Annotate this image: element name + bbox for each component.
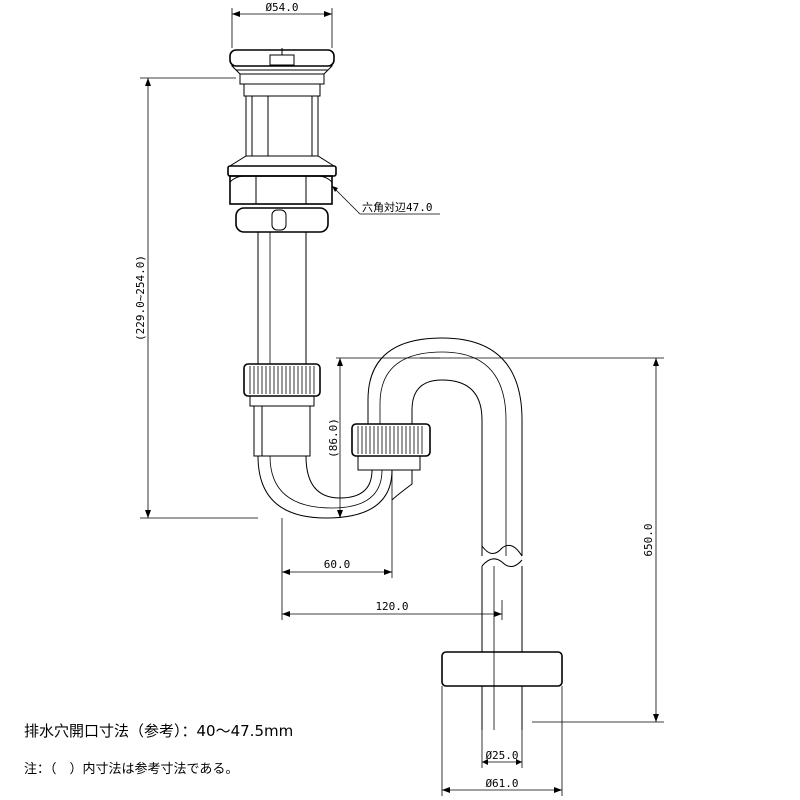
pipe-diameter-label: Ø25.0 xyxy=(485,749,518,762)
dimension-hex-width: 六角対辺47.0 xyxy=(331,185,440,215)
dimension-top-diameter: Ø54.0 xyxy=(231,1,333,48)
tailpiece xyxy=(257,232,307,364)
knurled-nut-right xyxy=(351,423,431,457)
knurled-nut-left xyxy=(243,363,321,457)
trap-depth-label: (86.0) xyxy=(327,418,340,458)
dimension-pipe-diameter: Ø25.0 xyxy=(481,730,523,768)
opening-size-note: 排水穴開口寸法（参考）：40〜47.5mm xyxy=(24,722,294,740)
inner-dimension-note: 注：（ ）内寸法は参考寸法である。 xyxy=(24,762,239,777)
offset-120-label: 120.0 xyxy=(375,600,408,613)
dimension-height-range: (229.0~254.0) xyxy=(134,77,258,519)
hex-width-label: 六角対辺47.0 xyxy=(362,200,433,214)
union-nut xyxy=(235,207,329,233)
flange-diameter-label: Ø61.0 xyxy=(485,777,518,790)
hex-nut xyxy=(229,175,333,205)
wall-flange xyxy=(441,651,563,730)
drain-body xyxy=(227,83,337,177)
drain-cap xyxy=(229,48,335,85)
gooseneck-pipe xyxy=(367,337,523,730)
dimension-offset-60: 60.0 xyxy=(281,470,393,620)
height-650-label: 650.0 xyxy=(642,523,655,556)
top-diameter-label: Ø54.0 xyxy=(265,1,298,14)
dimension-flange-diameter: Ø61.0 xyxy=(441,686,563,796)
height-range-label: (229.0~254.0) xyxy=(134,255,147,341)
trap-bend xyxy=(257,455,421,519)
offset-60-label: 60.0 xyxy=(324,558,351,571)
dimension-offset-120: 120.0 xyxy=(282,600,503,620)
dimension-height-650: 650.0 xyxy=(420,357,664,723)
